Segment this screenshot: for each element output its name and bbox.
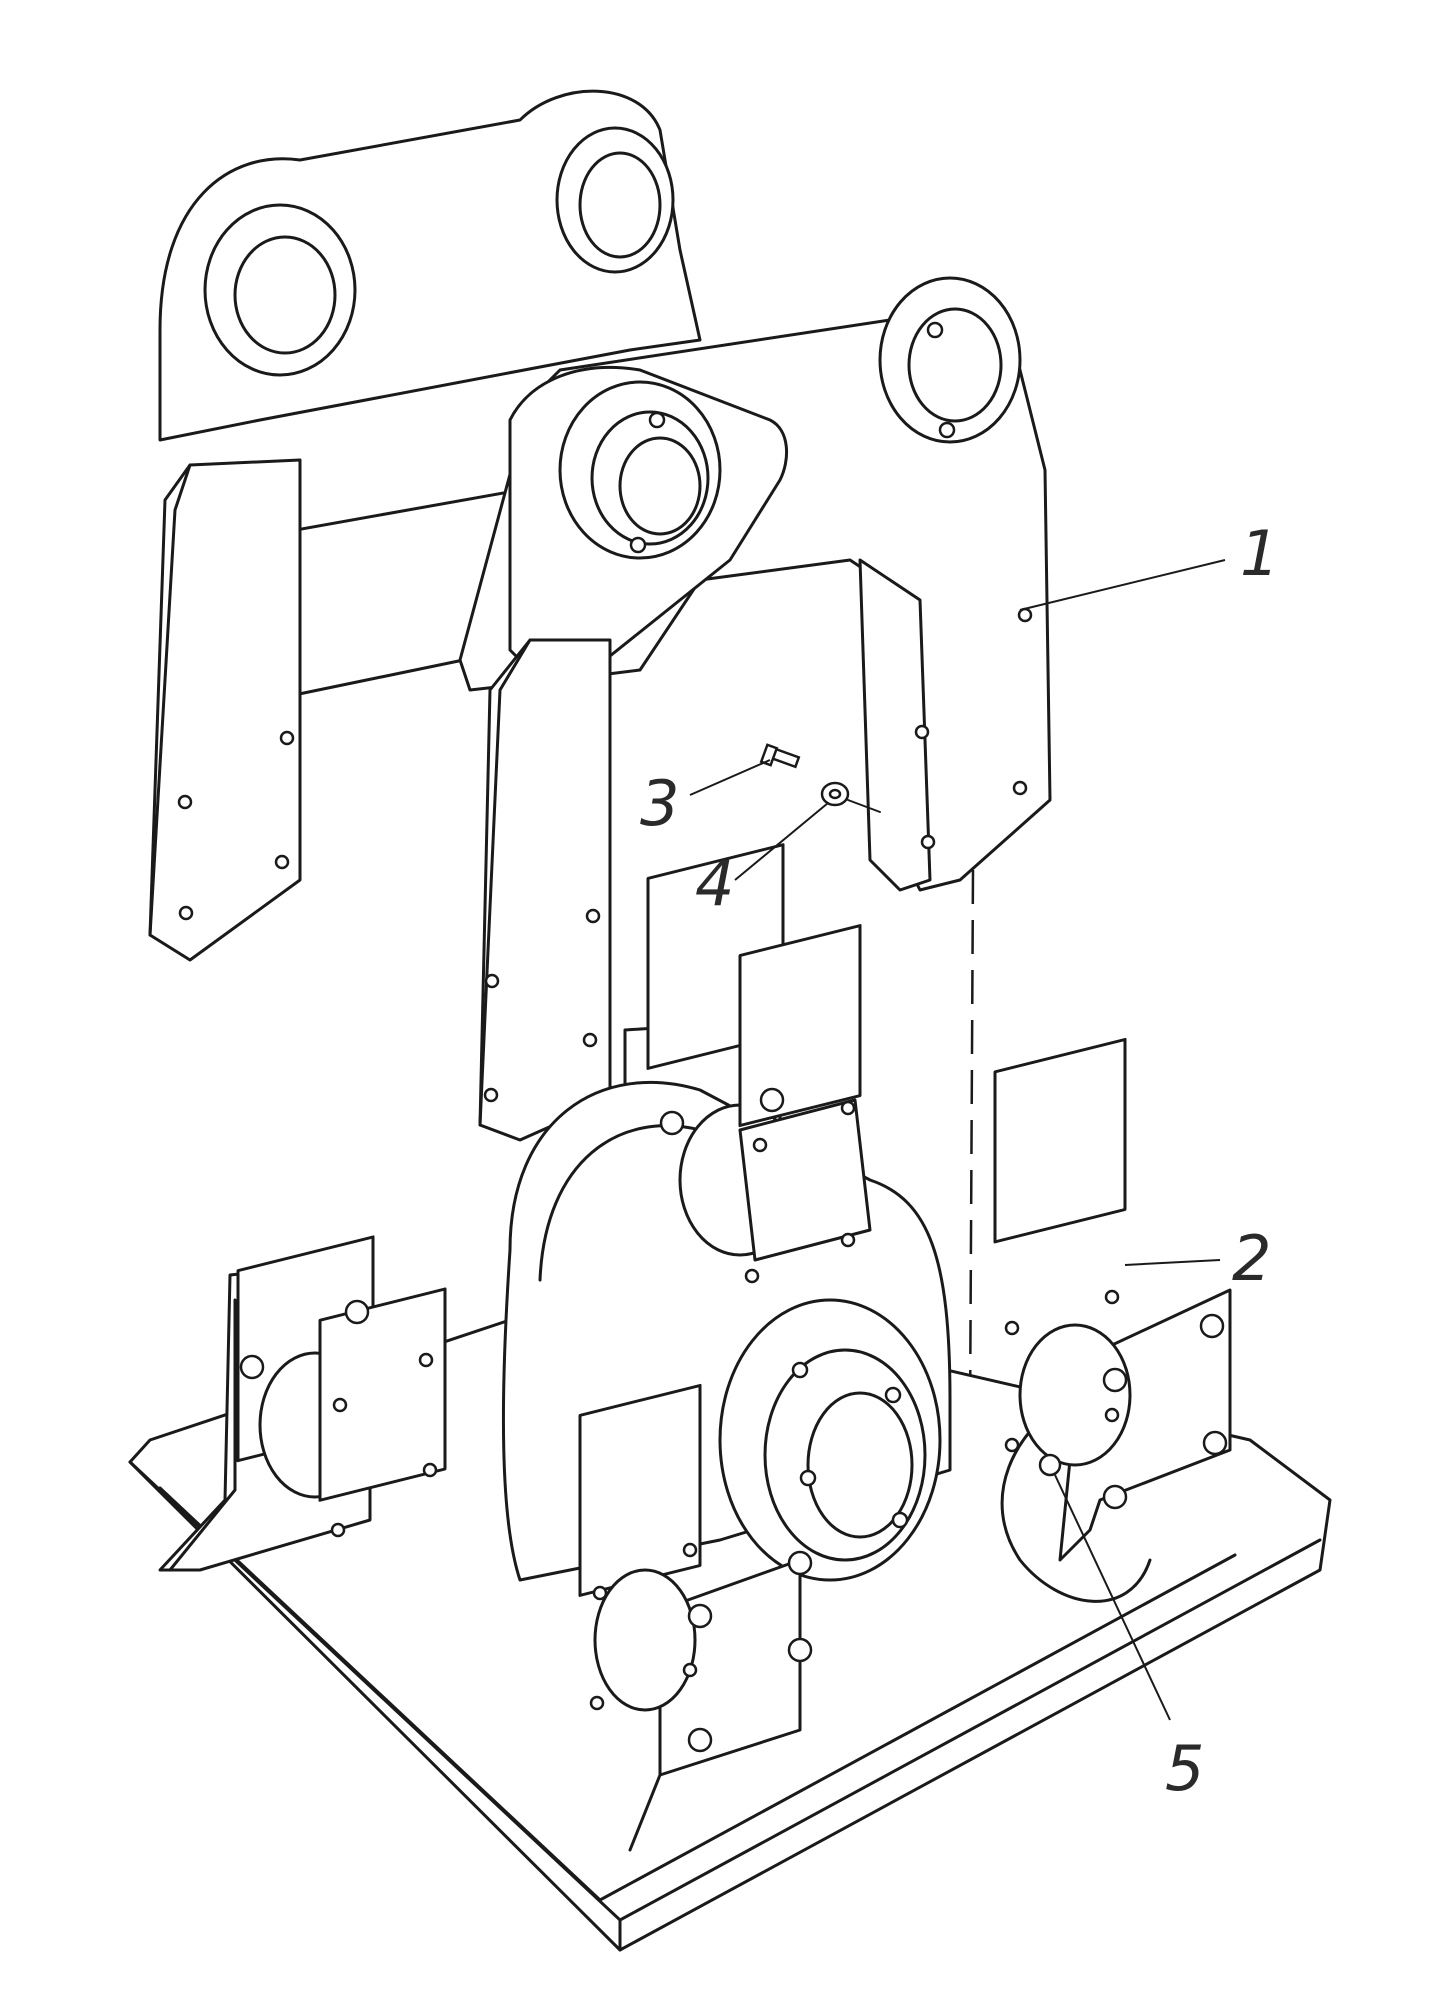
washer [820, 781, 850, 807]
callout-5: 5 [1054, 1474, 1204, 1805]
screw [759, 743, 801, 769]
callout-2-label: 2 [1232, 1222, 1271, 1295]
callout-5-label: 5 [1165, 1732, 1204, 1805]
callout-3: 3 [640, 759, 771, 840]
callout-4-label: 4 [695, 847, 734, 920]
callout-1: 1 [1019, 517, 1279, 611]
rubber-mount-front-right [993, 1037, 1228, 1510]
rubber-mount-front-center [578, 1383, 813, 1753]
callout-4: 4 [695, 802, 829, 920]
rubber-mount-left [236, 1235, 447, 1538]
callout-1-label: 1 [1240, 517, 1279, 590]
callout-2: 2 [1124, 1222, 1271, 1295]
alignment-line [968, 869, 975, 1421]
callout-3-label: 3 [640, 767, 679, 840]
rubber-mount-rear [646, 843, 872, 1284]
mounting-bracket [148, 89, 1052, 1142]
